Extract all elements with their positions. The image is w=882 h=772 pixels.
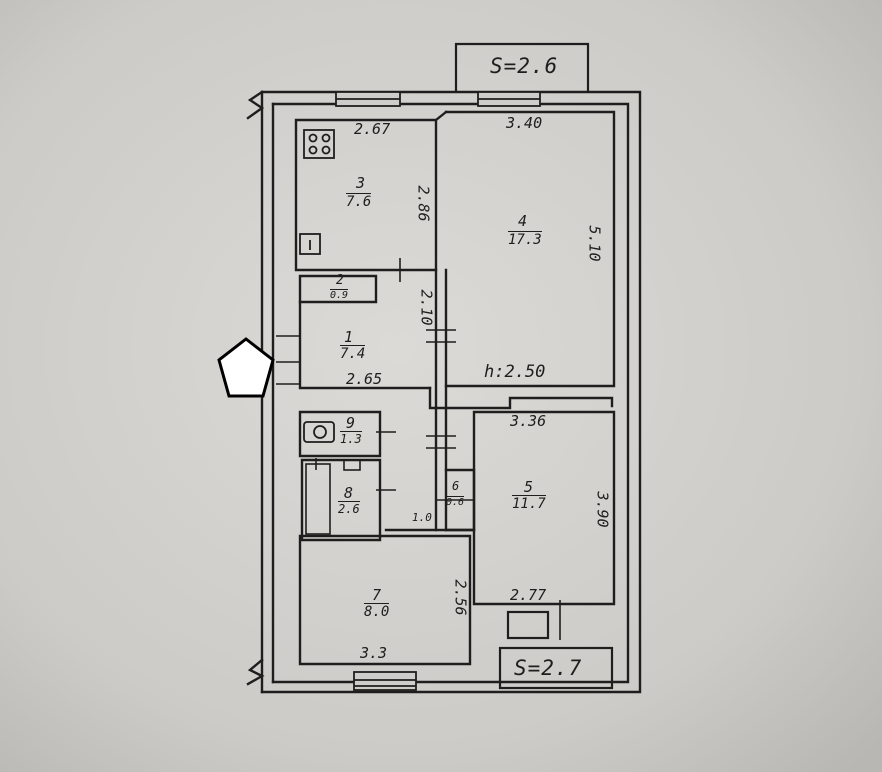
dim-room4-width: 3.40 [506,114,543,132]
room-6-number: 6 [452,479,460,493]
room-1-number: 1 [344,328,354,346]
room-4-number: 4 [518,212,528,230]
balcony-top [454,42,590,92]
room-4-area: 17.3 [508,231,542,248]
dim-room5-width-bottom: 2.77 [510,586,547,604]
room-5-number: 5 [524,478,534,496]
room-8-number: 8 [344,484,354,502]
dim-hall-depth: 2.10 [417,289,436,326]
room-9-area: 1.3 [340,431,362,446]
room-5-area: 11.7 [512,495,546,512]
door-marks [276,258,561,640]
room-1-area: 7.4 [340,345,366,362]
dim-room7-depth: 2.56 [451,579,470,616]
room-7-number: 7 [372,586,382,604]
windows [335,91,541,691]
entrance-marker-icon [217,337,275,398]
balcony-bottom [498,610,614,690]
balcony-top-area: S=2.6 [490,54,559,78]
room-6-area: 0.6 [446,496,465,508]
balcony-bottom-area: S=2.7 [514,656,583,680]
room-3-number: 3 [356,174,366,192]
dim-kitchen-depth: 2.86 [414,185,433,222]
dim-room5-width-top: 3.36 [510,412,547,430]
room-9-number: 9 [346,414,356,432]
room-8-area: 2.6 [338,501,360,516]
room-2-area: 0.9 [330,289,349,301]
room-3-area: 7.6 [346,193,372,210]
stove-icon [303,129,335,159]
bathtub-icon [305,458,361,535]
room-2-number: 2 [336,273,344,288]
dim-corridor-width: 1.0 [412,511,432,524]
dim-hall-width: 2.65 [346,370,383,388]
dim-room4-depth: 5.10 [585,225,604,262]
ceiling-height: h:2.50 [484,362,546,382]
dim-kitchen-width: 2.67 [354,120,391,138]
dim-room7-width: 3.3 [360,644,388,662]
sink-icon [299,233,321,255]
toilet-icon [303,421,335,443]
room-7-area: 8.0 [364,603,390,620]
dim-room5-depth: 3.90 [593,491,612,528]
